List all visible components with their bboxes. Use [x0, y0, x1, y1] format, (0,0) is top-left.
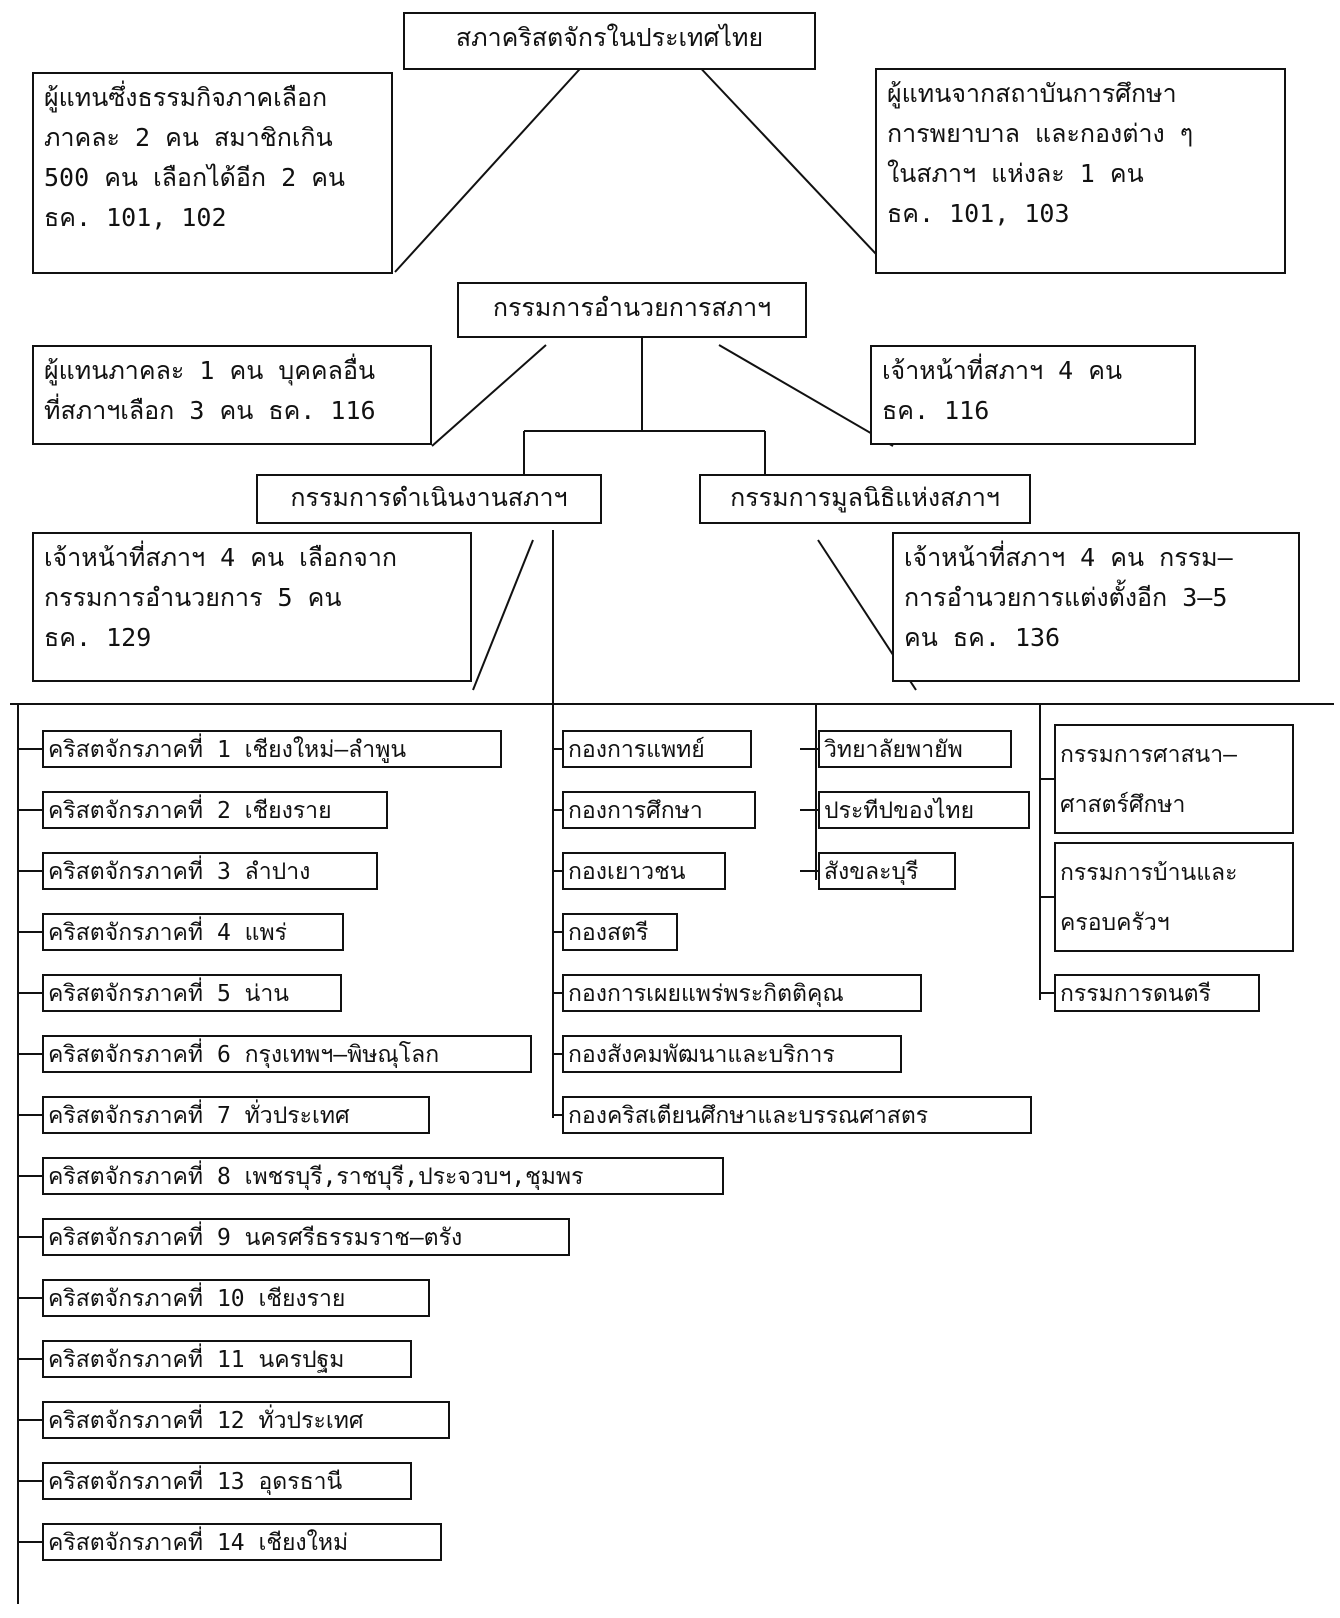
district-box: คริสตจักรภาคที่ 10 เชียงราย	[42, 1279, 430, 1317]
note-line: ธค. 101, 102	[44, 203, 227, 232]
note-line: กรรมการอำนวยการ 5 คน	[44, 583, 342, 612]
note-line: การพยาบาล และกองต่าง ๆ	[887, 119, 1194, 148]
department-box: กองสังคมพัฒนาและบริการ	[562, 1035, 902, 1073]
institution-box: วิทยาลัยพายัพ	[818, 730, 1012, 768]
district-connectors	[18, 748, 42, 1543]
council-right-note: ผู้แทนจากสถาบันการศึกษา การพยาบาล และกอง…	[875, 68, 1286, 274]
note-line: 500 คน เลือกได้อีก 2 คน	[44, 163, 346, 192]
note-line: ธค. 101, 103	[887, 199, 1070, 228]
note-line: เจ้าหน้าที่สภาฯ 4 คน	[882, 356, 1123, 385]
district-box: คริสตจักรภาคที่ 14 เชียงใหม่	[42, 1523, 442, 1561]
committee-box: กรรมการดนตรี	[1054, 974, 1260, 1012]
department-box: กองสตรี	[562, 913, 678, 951]
note-line: คน ธค. 136	[904, 623, 1061, 652]
committee-line: กรรมการบ้านและ	[1060, 860, 1238, 886]
district-box: คริสตจักรภาคที่ 5 น่าน	[42, 974, 342, 1012]
operations-note: เจ้าหน้าที่สภาฯ 4 คน เลือกจาก กรรมการอำน…	[32, 532, 472, 682]
district-box: คริสตจักรภาคที่ 8 เพชรบุรี,ราชบุรี,ประจว…	[42, 1157, 724, 1195]
district-box: คริสตจักรภาคที่ 2 เชียงราย	[42, 791, 388, 829]
committee-connectors	[1040, 778, 1054, 994]
note-line: ธค. 116	[882, 396, 990, 425]
note-line: ผู้แทนภาคละ 1 คน บุคคลอื่น	[44, 356, 376, 385]
department-box: กองเยาวชน	[562, 852, 726, 890]
committee-box: กรรมการศาสนา– ศาสตร์ศึกษา	[1054, 724, 1294, 834]
foundation-note: เจ้าหน้าที่สภาฯ 4 คน กรรม– การอำนวยการแต…	[892, 532, 1300, 682]
committee-line: กรรมการศาสนา–	[1060, 742, 1238, 768]
district-box: คริสตจักรภาคที่ 12 ทั่วประเทศ	[42, 1401, 450, 1439]
note-line: ผู้แทนจากสถาบันการศึกษา	[887, 79, 1177, 108]
institution-connectors	[800, 748, 818, 872]
note-line: การอำนวยการแต่งตั้งอีก 3–5	[904, 583, 1228, 612]
district-box: คริสตจักรภาคที่ 1 เชียงใหม่–ลำพูน	[42, 730, 502, 768]
committee-line: ศาสตร์ศึกษา	[1060, 792, 1186, 818]
note-line: ที่สภาฯเลือก 3 คน ธค. 116	[44, 396, 376, 425]
district-box: คริสตจักรภาคที่ 3 ลำปาง	[42, 852, 378, 890]
committee-line: กรรมการดนตรี	[1060, 981, 1211, 1007]
committee-box: กรรมการบ้านและ ครอบครัวฯ	[1054, 842, 1294, 952]
district-box: คริสตจักรภาคที่ 7 ทั่วประเทศ	[42, 1096, 430, 1134]
note-line: เจ้าหน้าที่สภาฯ 4 คน กรรม–	[904, 543, 1233, 572]
note-line: ในสภาฯ แห่งละ 1 คน	[887, 159, 1144, 188]
district-box: คริสตจักรภาคที่ 6 กรุงเทพฯ–พิษณุโลก	[42, 1035, 532, 1073]
note-line: เจ้าหน้าที่สภาฯ 4 คน เลือกจาก	[44, 543, 397, 572]
department-connectors	[553, 748, 562, 1116]
council-left-note: ผู้แทนซึ่งธรรมกิจภาคเลือก ภาคละ 2 คน สมา…	[32, 72, 393, 274]
district-box: คริสตจักรภาคที่ 13 อุดรธานี	[42, 1462, 412, 1500]
department-box: กองการเผยแพร่พระกิตติคุณ	[562, 974, 922, 1012]
institution-box: ประทีปของไทย	[818, 791, 1030, 829]
department-box: กองคริสเตียนศึกษาและบรรณศาสตร	[562, 1096, 1032, 1134]
executive-left-note: ผู้แทนภาคละ 1 คน บุคคลอื่น ที่สภาฯเลือก …	[32, 345, 432, 445]
district-box: คริสตจักรภาคที่ 9 นครศรีธรรมราช–ตรัง	[42, 1218, 570, 1256]
note-line: ธค. 129	[44, 623, 152, 652]
note-line: ภาคละ 2 คน สมาชิกเกิน	[44, 123, 333, 152]
department-box: กองการศึกษา	[562, 791, 756, 829]
operations-title: กรรมการดำเนินงานสภาฯ	[256, 474, 602, 524]
executive-title: กรรมการอำนวยการสภาฯ	[457, 282, 807, 338]
institution-box: สังขละบุรี	[818, 852, 956, 890]
foundation-title: กรรมการมูลนิธิแห่งสภาฯ	[699, 474, 1031, 524]
executive-right-note: เจ้าหน้าที่สภาฯ 4 คน ธค. 116	[870, 345, 1196, 445]
district-box: คริสตจักรภาคที่ 11 นครปฐม	[42, 1340, 412, 1378]
district-box: คริสตจักรภาคที่ 4 แพร่	[42, 913, 344, 951]
committee-line: ครอบครัวฯ	[1060, 910, 1170, 936]
department-box: กองการแพทย์	[562, 730, 752, 768]
note-line: ผู้แทนซึ่งธรรมกิจภาคเลือก	[44, 83, 328, 112]
council-title: สภาคริสตจักรในประเทศไทย	[403, 12, 816, 70]
